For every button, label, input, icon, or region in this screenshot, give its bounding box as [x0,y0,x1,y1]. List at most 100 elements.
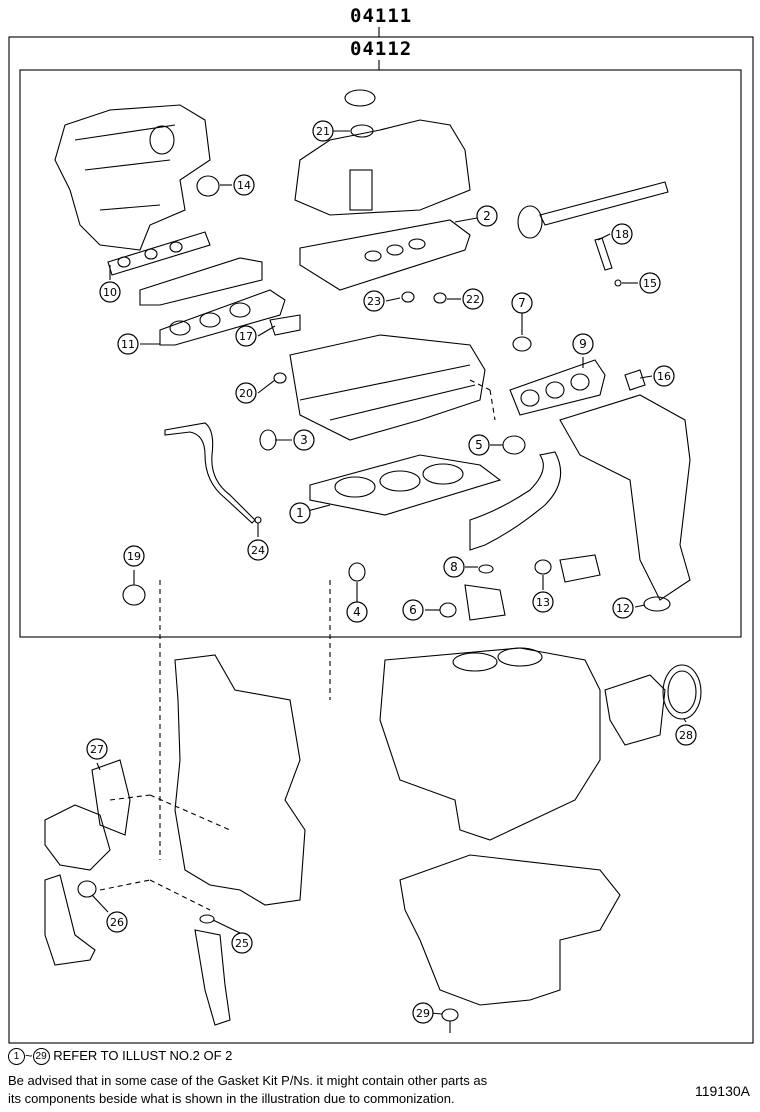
callout-circle [233,174,255,196]
callout-number: 9 [579,337,587,351]
engine-block-part [379,647,601,841]
callout-number: 18 [615,228,629,241]
callout-number: 4 [353,605,361,619]
callout-14: 14 [233,174,255,196]
callout-number: 19 [127,550,141,563]
callout-number: 5 [475,438,483,452]
callout-circle [476,205,498,227]
callout-number: 14 [237,179,251,192]
head-gasket-part [309,454,502,516]
callout-circle [312,120,334,142]
callout-circle [612,597,634,619]
callout-circle [402,599,424,621]
callout-12: 12 [612,597,634,619]
callout-circle [293,429,315,451]
camshaft-part [539,181,669,226]
callout-circle [123,545,145,567]
callout-22: 22 [462,288,484,310]
callout-number: 13 [536,596,550,609]
callout-circle [235,382,257,404]
callout-circle [106,911,128,933]
callout-8: 8 [443,556,465,578]
footer-line-2: Be advised that in some case of the Gask… [8,1073,488,1088]
callout-4: 4 [346,601,368,623]
oil-pan-part [399,854,621,1006]
callout-number: 22 [466,293,480,306]
water-hose-part [469,451,562,551]
callout-28: 28 [675,724,697,746]
callout-19: 19 [123,545,145,567]
callout-18: 18 [611,223,633,245]
callout-6: 6 [402,599,424,621]
footer-line-3: its components beside what is shown in t… [8,1091,455,1106]
callout-circle [412,1002,434,1024]
callout-circle [611,223,633,245]
callout-number: 17 [239,330,253,343]
callout-21: 21 [312,120,334,142]
valve-cover-part [294,119,471,216]
callout-26: 26 [106,911,128,933]
kit-04111-frame [8,36,754,1044]
callout-circle [511,292,533,314]
callout-number: 6 [409,603,417,617]
callout-29: 29 [412,1002,434,1024]
callout-range-end: 29 [32,1048,50,1066]
callout-circle [247,539,269,561]
callout-2: 2 [476,205,498,227]
callout-number: 11 [121,338,135,351]
callout-16: 16 [653,365,675,387]
callout-circle [639,272,661,294]
callout-11: 11 [117,333,139,355]
callout-number: 28 [679,729,693,742]
cylinder-head-part [289,334,486,441]
callout-number: 27 [90,743,104,756]
callout-number: 1 [296,506,304,520]
footer-line-1: REFER TO ILLUST NO.2 OF 2 [53,1048,233,1063]
illustration-reference: 119130A [694,1083,750,1099]
callout-13: 13 [532,591,554,613]
callout-circle [289,502,311,524]
callout-number: 2 [483,209,491,223]
callout-number: 25 [235,937,249,950]
callout-circle [346,601,368,623]
callout-17: 17 [235,325,257,347]
intake-manifold-part [54,104,211,251]
callout-5: 5 [468,434,490,456]
kit-label-04112: 04112 [350,38,413,60]
callout-number: 7 [518,296,526,310]
callout-circle [99,281,121,303]
callout-circle [363,290,385,312]
range-separator: ~ [25,1048,33,1063]
footer-range-note: 1~29 REFER TO ILLUST NO.2 OF 2 [8,1048,233,1066]
callout-circle [231,932,253,954]
callout-9: 9 [572,333,594,355]
callout-number: 3 [300,433,308,447]
callout-number: 8 [450,560,458,574]
kit-label-04111: 04111 [350,5,413,27]
callout-3: 3 [293,429,315,451]
timing-cover-part [174,654,306,906]
callout-circle [86,738,108,760]
callout-circle [468,434,490,456]
callout-circle [532,591,554,613]
callout-15: 15 [639,272,661,294]
kit-04112-frame [19,69,742,638]
callout-circle [653,365,675,387]
callout-circle [572,333,594,355]
callout-circle [235,325,257,347]
callout-circle [675,724,697,746]
callout-10: 10 [99,281,121,303]
callout-circle [117,333,139,355]
exhaust-manifold-part [559,394,691,601]
callout-number: 15 [643,277,657,290]
callout-circle [443,556,465,578]
water-pump-part [44,804,111,871]
callout-23: 23 [363,290,385,312]
callout-number: 23 [367,295,381,308]
callout-range-start: 1 [8,1048,25,1066]
callout-24: 24 [247,539,269,561]
callout-number: 16 [657,370,671,383]
callout-number: 12 [616,602,630,615]
callout-7: 7 [511,292,533,314]
